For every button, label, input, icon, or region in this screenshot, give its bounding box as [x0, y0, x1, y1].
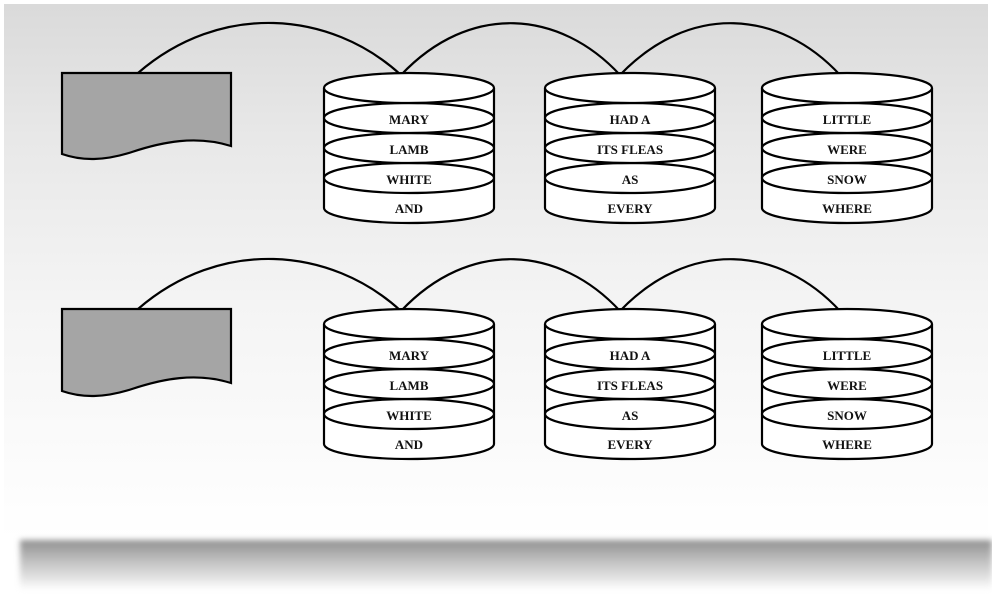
- disk-label: WERE: [827, 142, 867, 157]
- disk-top: [322, 71, 496, 105]
- connector-disk-1-to-disk-2: [400, 22, 621, 76]
- disk-label: AS: [622, 172, 639, 187]
- disk-label: LITTLE: [823, 348, 871, 363]
- connector-disk-2-to-disk-3: [619, 258, 841, 312]
- disk-label: LAMB: [390, 378, 429, 393]
- connector-document-to-disk-1: [137, 21, 402, 76]
- disk-label: SNOW: [827, 408, 867, 423]
- disk-label: MARY: [389, 348, 430, 363]
- connector-disk-1-to-disk-2: [400, 258, 621, 312]
- disk-label: EVERY: [607, 201, 653, 216]
- disk-label: MARY: [389, 112, 430, 127]
- disk-label: AS: [622, 408, 639, 423]
- disk-label: LITTLE: [823, 112, 871, 127]
- disk-label: WHITE: [386, 172, 432, 187]
- disk-2: HAD A ITS FLEAS AS EVERY: [543, 307, 717, 461]
- disk-label: WHITE: [386, 408, 432, 423]
- disk-2: HAD A ITS FLEAS AS EVERY: [543, 71, 717, 225]
- slide-shadow: [20, 540, 992, 590]
- disk-top: [543, 307, 717, 341]
- document-shape: [60, 307, 233, 398]
- disk-1: MARY LAMB WHITE AND: [322, 307, 496, 461]
- disk-label: ITS FLEAS: [597, 378, 663, 393]
- disk-label: HAD A: [610, 348, 651, 363]
- disk-3: LITTLE WERE SNOW WHERE: [760, 71, 934, 225]
- disk-3: LITTLE WERE SNOW WHERE: [760, 307, 934, 461]
- disk-label: WHERE: [822, 201, 872, 216]
- disk-label: ITS FLEAS: [597, 142, 663, 157]
- connector-document-to-disk-1: [137, 257, 402, 312]
- stripe-row-1: MARY LAMB WHITE AND HAD A ITS FLEAS AS E…: [60, 257, 934, 461]
- disk-label: WERE: [827, 378, 867, 393]
- connector-disk-2-to-disk-3: [619, 22, 841, 76]
- disk-label: AND: [395, 201, 423, 216]
- disk-label: SNOW: [827, 172, 867, 187]
- disk-top: [322, 307, 496, 341]
- disk-top: [760, 307, 934, 341]
- disk-top: [543, 71, 717, 105]
- disk-label: LAMB: [390, 142, 429, 157]
- document-shape: [60, 71, 233, 161]
- disk-top: [760, 71, 934, 105]
- disk-label: AND: [395, 437, 423, 452]
- stripe-row-0: MARY LAMB WHITE AND HAD A ITS FLEAS AS E…: [60, 21, 934, 225]
- disk-label: EVERY: [607, 437, 653, 452]
- disk-label: HAD A: [610, 112, 651, 127]
- disk-1: MARY LAMB WHITE AND: [322, 71, 496, 225]
- disk-label: WHERE: [822, 437, 872, 452]
